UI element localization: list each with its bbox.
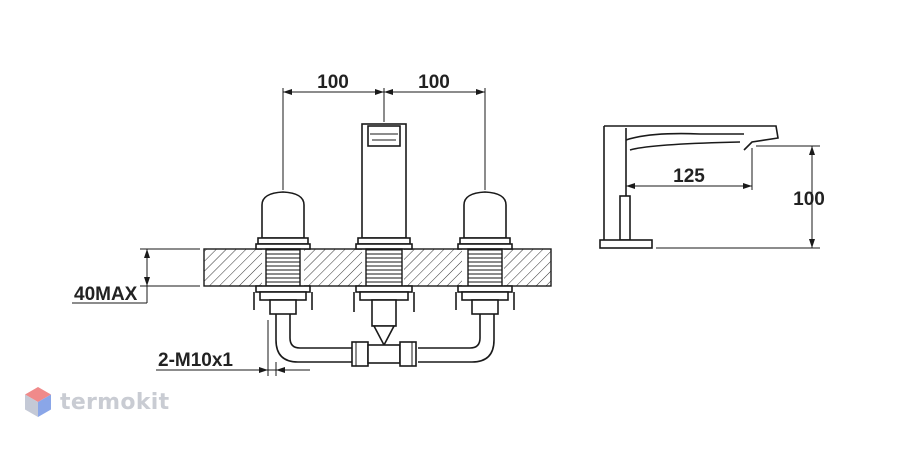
brand-logo: termokit — [24, 386, 169, 418]
connection-hoses — [275, 314, 495, 367]
center-spout — [353, 123, 415, 347]
dimension-lines — [72, 88, 820, 376]
dim-spout-height: 100 — [793, 189, 825, 210]
dim-spacing-right: 100 — [418, 72, 450, 93]
dim-spout-reach: 125 — [673, 166, 705, 187]
left-handle — [253, 191, 313, 315]
spout-side-view — [599, 125, 779, 249]
hexagon-cube-icon — [25, 387, 51, 417]
dim-deck-max: 40MAX — [74, 284, 138, 305]
right-handle — [455, 191, 515, 315]
dim-thread: 2-M10x1 — [158, 350, 233, 371]
brand-name: termokit — [60, 389, 170, 415]
dim-spacing-left: 100 — [317, 72, 349, 93]
